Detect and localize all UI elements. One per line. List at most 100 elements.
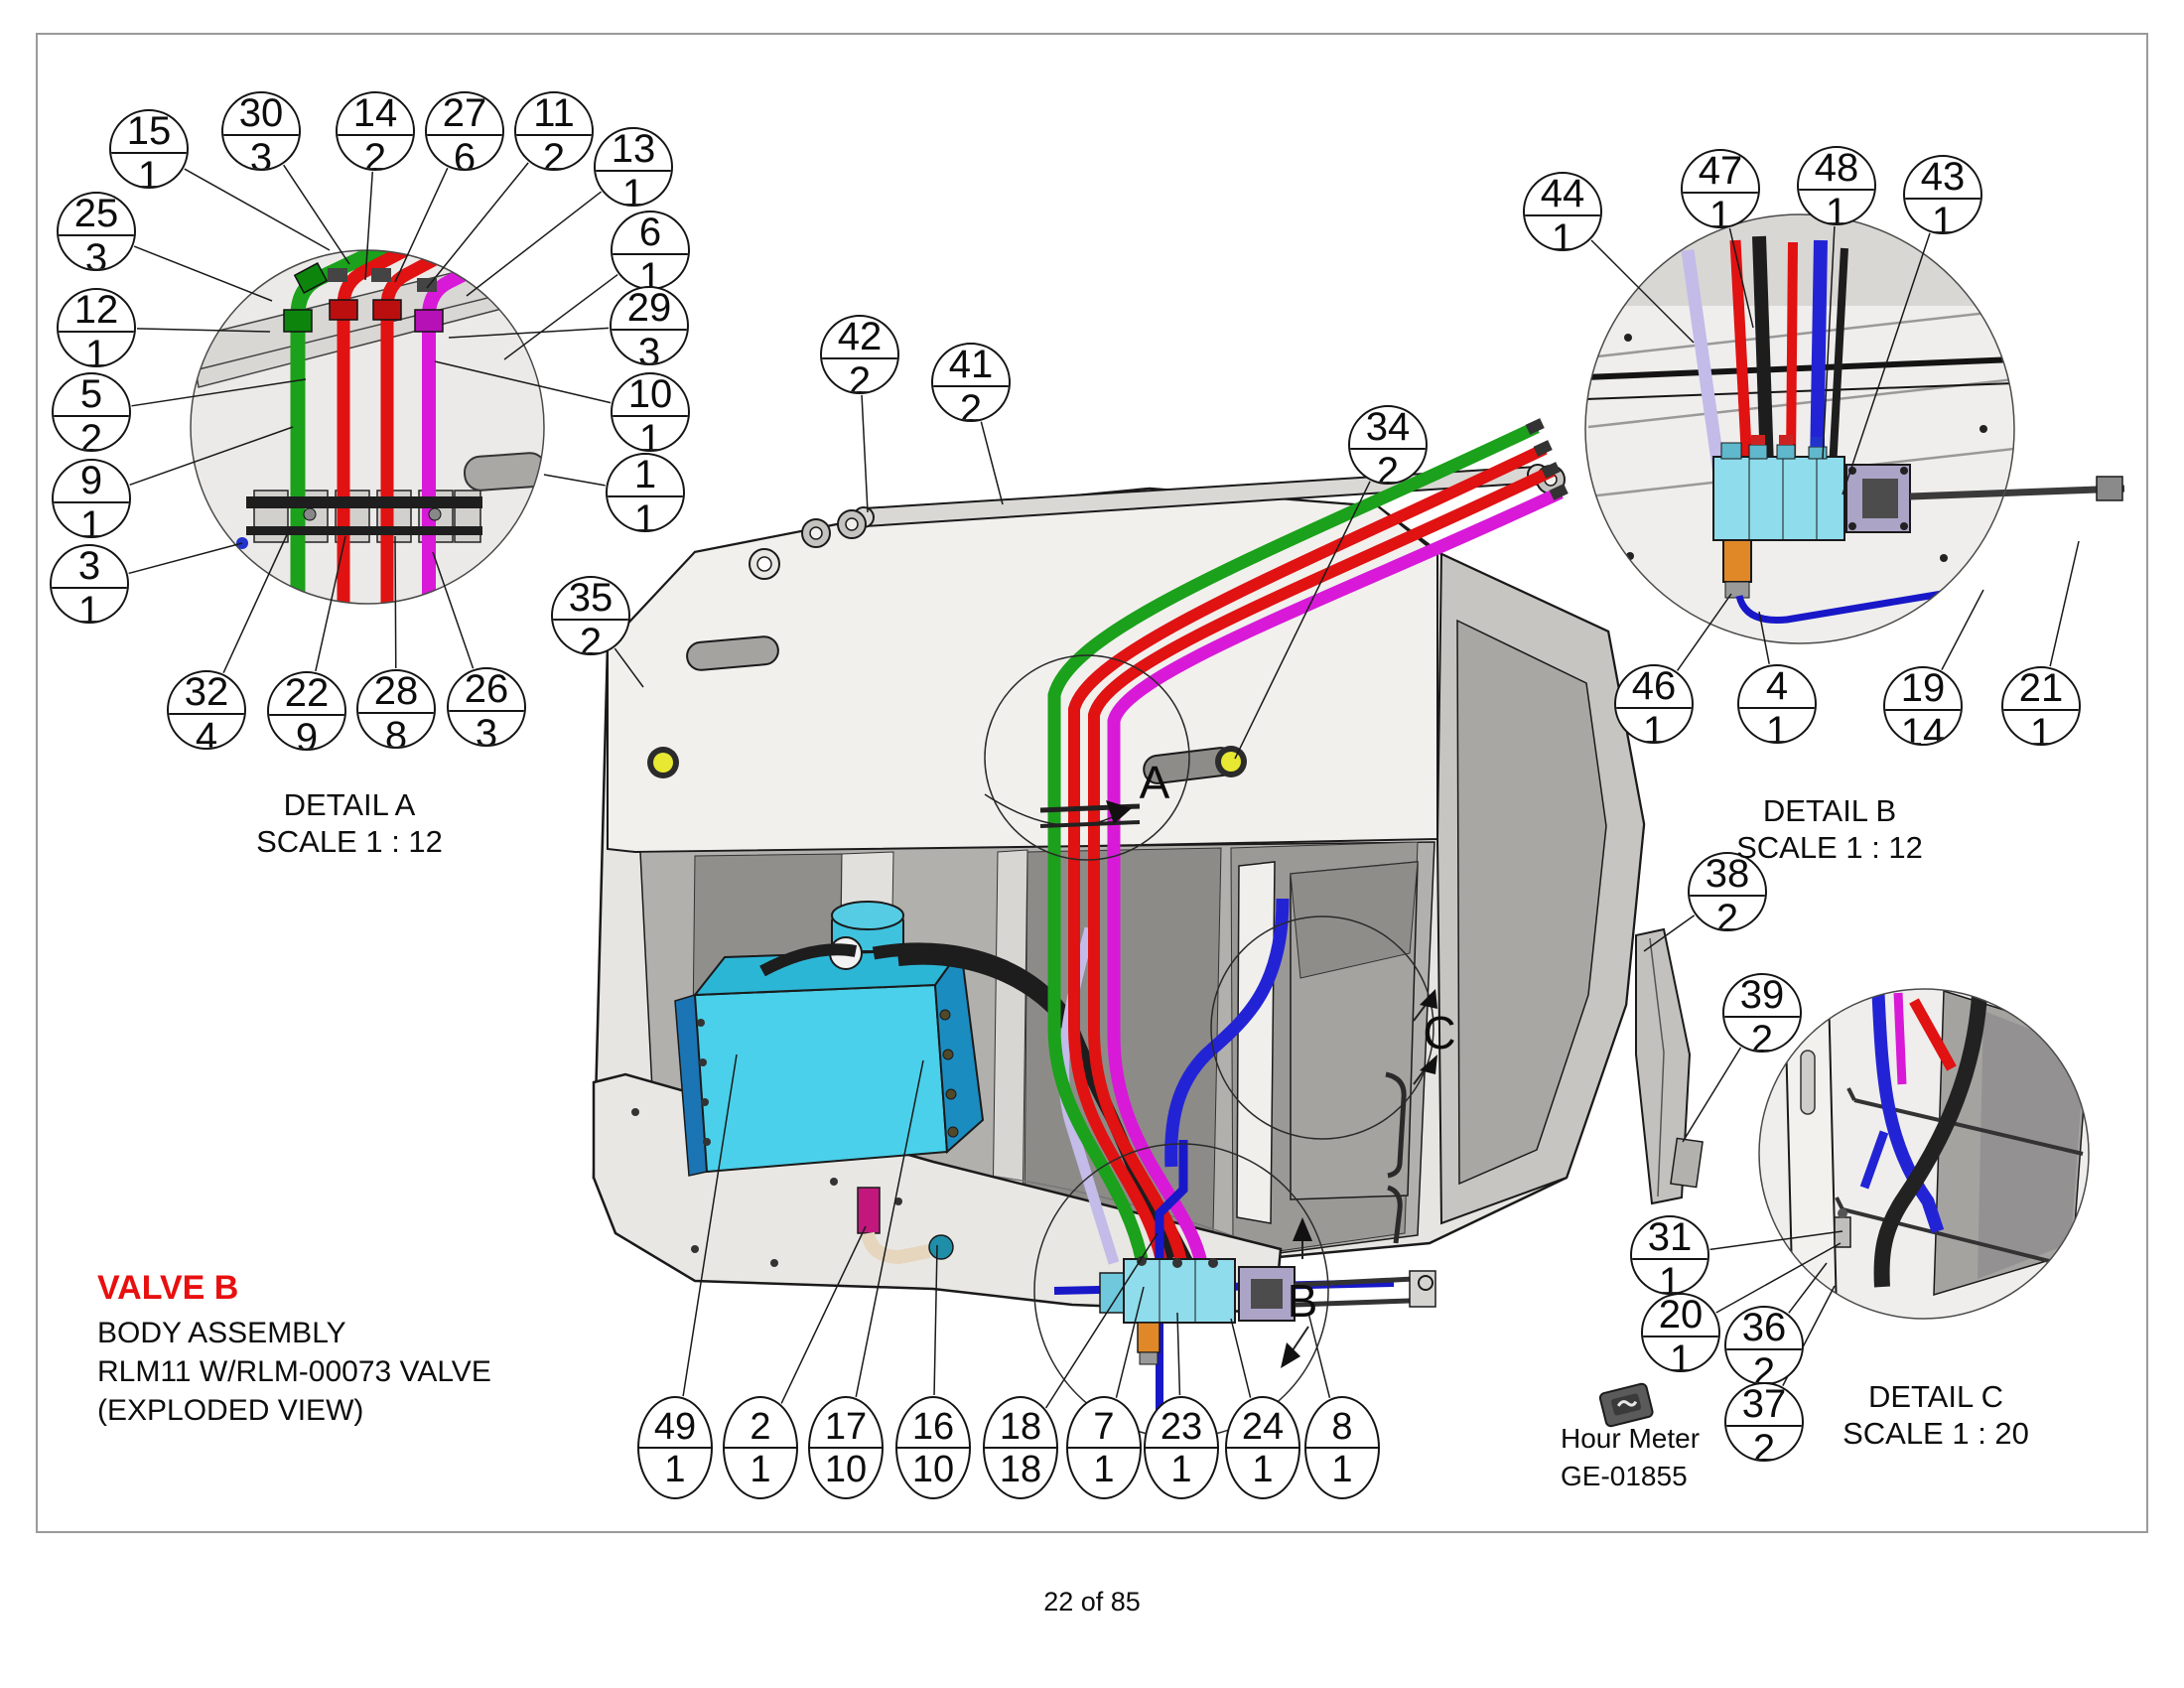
callout-quantity: 14: [1900, 711, 1946, 746]
callout-part-number: 37: [1726, 1384, 1802, 1427]
callout-quantity: 2: [959, 387, 983, 422]
leader-line-9: [129, 426, 294, 487]
leader-line-20: [1715, 1242, 1842, 1314]
callout-part-number: 16: [897, 1398, 969, 1449]
hour-meter-icon: [1598, 1382, 1654, 1428]
leader-line-24: [1230, 1318, 1252, 1398]
callout-quantity: 3: [637, 331, 661, 365]
callout-part-number: 42: [822, 317, 897, 359]
leader-line-49: [682, 1054, 738, 1397]
callout-quantity: 18: [999, 1448, 1042, 1490]
callout-quantity: 3: [84, 236, 108, 271]
callout-part-number: 31: [1632, 1217, 1707, 1260]
callout-part-number: 49: [639, 1398, 711, 1449]
hour-meter-label: Hour Meter: [1561, 1423, 1701, 1454]
leader-line-42: [861, 394, 869, 513]
leader-line-31: [1709, 1230, 1843, 1251]
callout-quantity: 2: [1752, 1350, 1776, 1385]
callout-part-number: 46: [1616, 666, 1692, 709]
door-handle: [1385, 1071, 1407, 1179]
valve-label: VALVE B: [97, 1269, 239, 1307]
hydraulic-tank: [674, 901, 985, 1265]
leader-line-21: [2049, 540, 2080, 667]
callout-quantity: 1: [633, 497, 657, 532]
leader-line-5: [131, 378, 307, 407]
callout-part-number: 29: [612, 288, 687, 331]
callout-quantity: 3: [249, 136, 273, 171]
detail-b-scale: SCALE 1 : 12: [1736, 830, 1923, 865]
callout-part-number: 43: [1905, 157, 1980, 200]
callout-part-number: 9: [54, 461, 129, 503]
callout-part-number: 38: [1690, 854, 1765, 897]
callout-quantity: 10: [824, 1448, 868, 1490]
callout-quantity: 1: [1252, 1448, 1274, 1490]
leader-line-13: [466, 191, 603, 297]
leader-line-34: [1234, 481, 1371, 760]
callout-part-number: 36: [1726, 1308, 1802, 1350]
callout-part-number: 34: [1350, 407, 1426, 450]
leader-line-32: [222, 527, 291, 674]
callout-part-number: 15: [111, 111, 187, 154]
callout-quantity: 1: [137, 154, 161, 189]
callout-part-number: 12: [59, 290, 134, 333]
callout-part-number: 5: [54, 374, 129, 417]
leader-line-16: [933, 1244, 938, 1396]
callout-quantity: 2: [1715, 897, 1739, 931]
callout-part-number: 44: [1525, 174, 1600, 216]
detail-b-title: DETAIL B: [1762, 793, 1897, 828]
callout-part-number: 6: [613, 212, 688, 255]
detail-a-source-circle: [984, 654, 1190, 861]
leader-line-3: [128, 542, 243, 575]
leader-line-39: [1682, 1047, 1742, 1143]
leader-line-2: [780, 1225, 867, 1404]
leader-line-23: [1176, 1312, 1181, 1396]
callout-quantity: 2: [79, 417, 103, 452]
callout-quantity: 1: [1825, 191, 1848, 225]
callout-quantity: 1: [750, 1448, 771, 1490]
leader-line-17: [855, 1059, 924, 1398]
leader-line-8: [1307, 1312, 1331, 1398]
detail-c-title: DETAIL C: [1867, 1379, 2004, 1414]
callout-quantity: 3: [475, 712, 498, 747]
callout-part-number: 23: [1146, 1398, 1217, 1449]
leader-line-10: [434, 360, 612, 404]
callout-quantity: 1: [1669, 1337, 1693, 1372]
elbow-fitting: [928, 1234, 954, 1260]
leader-line-6: [503, 273, 618, 360]
leader-line-14: [364, 171, 374, 281]
callout-quantity: 2: [1376, 450, 1400, 485]
detail-c-view: [1758, 988, 2090, 1320]
callout-part-number: 14: [338, 93, 413, 136]
callout-part-number: 32: [169, 672, 244, 715]
callout-part-number: 13: [596, 129, 671, 172]
callout-part-number: 1: [608, 455, 683, 497]
callout-part-number: 26: [449, 669, 524, 712]
callout-quantity: 2: [542, 136, 566, 171]
callout-part-number: 19: [1885, 668, 1961, 711]
hour-meter-part-number: GE-01855: [1561, 1461, 1688, 1491]
beacon-light: [647, 746, 1247, 778]
callout-quantity: 1: [621, 172, 645, 207]
callout-quantity: 2: [579, 621, 603, 655]
callout-quantity: 1: [1551, 216, 1574, 251]
detail-a-title: DETAIL A: [283, 787, 416, 822]
callout-quantity: 1: [1170, 1448, 1192, 1490]
detail-c-scale: SCALE 1 : 20: [1843, 1416, 2029, 1451]
leader-line-19: [1941, 589, 1984, 670]
